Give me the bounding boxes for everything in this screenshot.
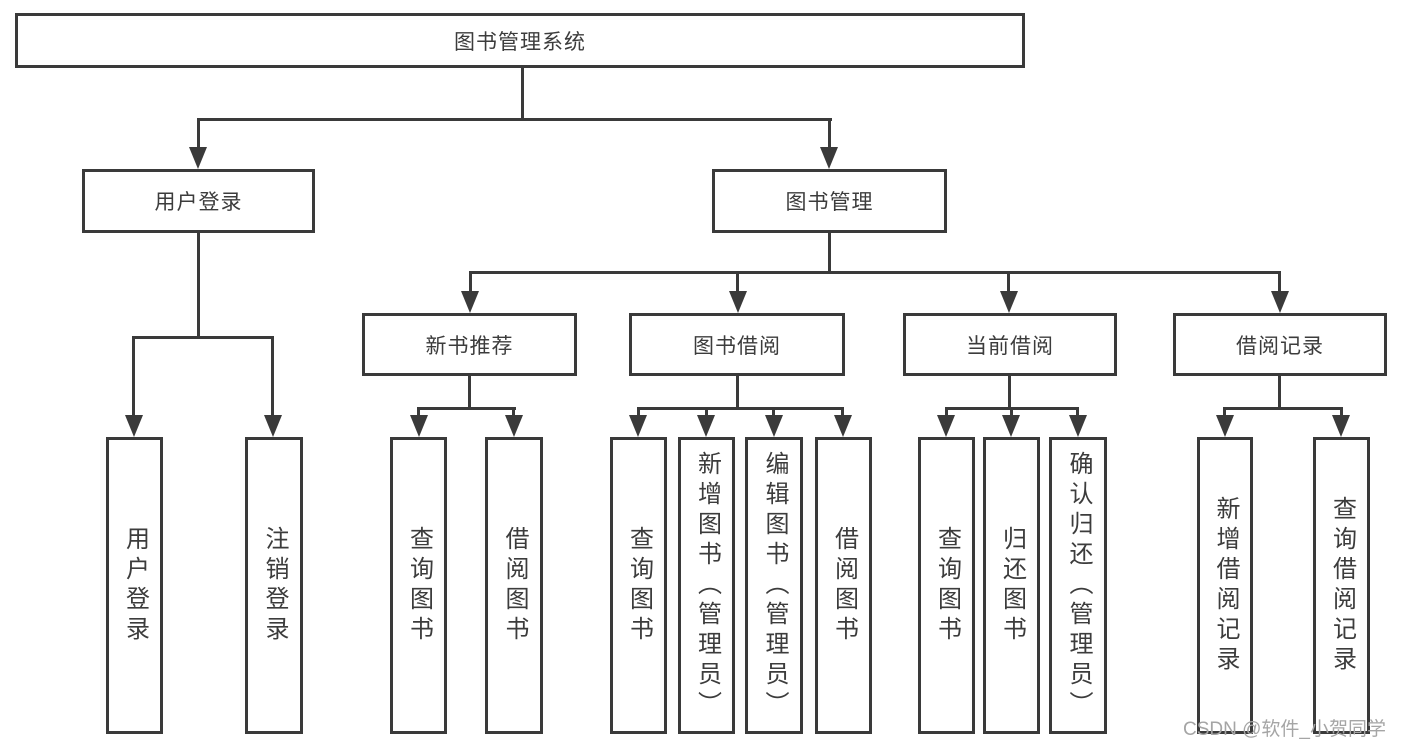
connector-stem	[841, 407, 844, 418]
arrow-down-icon	[834, 415, 852, 437]
leaf-bb-edit-book-admin: 编辑图书（管理员）	[745, 437, 803, 734]
node-new-book-recommend: 新书推荐	[362, 313, 577, 376]
arrow-down-icon	[820, 147, 838, 169]
leaf-bb-add-book-admin: 新增图书（管理员）	[678, 437, 735, 734]
arrow-down-icon	[189, 147, 207, 169]
connector-book-management-down	[828, 233, 831, 271]
node-user-login: 用户登录	[82, 169, 315, 233]
node-current-borrow: 当前借阅	[903, 313, 1117, 376]
watermark-text: CSDN @软件_小贺同学	[1183, 719, 1386, 740]
arrow-down-icon	[1271, 291, 1289, 313]
connector-borrow-records-spread	[1223, 407, 1343, 410]
connector-stem	[1340, 407, 1343, 418]
node-borrow-records: 借阅记录	[1173, 313, 1387, 376]
connector-stem-current-borrow	[1007, 271, 1010, 293]
connector-stem-leaf-logout	[271, 336, 274, 418]
connector-root-spread	[197, 118, 832, 121]
leaf-nbr-borrow-book: 借阅图书	[485, 437, 543, 734]
leaf-br-add-borrow-record: 新增借阅记录	[1197, 437, 1253, 734]
arrow-down-icon	[765, 415, 783, 437]
arrow-down-icon	[410, 415, 428, 437]
node-book-borrow: 图书借阅	[629, 313, 845, 376]
connector-stem	[417, 407, 420, 418]
connector-user-login-down	[197, 233, 200, 336]
connector-stem	[637, 407, 640, 418]
connector-stem	[1076, 407, 1079, 418]
connector-stem	[1010, 407, 1013, 418]
leaf-bb-borrow-book: 借阅图书	[815, 437, 872, 734]
arrow-down-icon	[1216, 415, 1234, 437]
arrow-down-icon	[1000, 291, 1018, 313]
connector-stem	[1223, 407, 1226, 418]
arrow-down-icon	[697, 415, 715, 437]
arrow-down-icon	[505, 415, 523, 437]
connector-stem	[945, 407, 948, 418]
leaf-user-login: 用户登录	[106, 437, 163, 734]
connector-borrow-records-down	[1278, 376, 1281, 407]
connector-book-management-spread	[469, 271, 1281, 274]
arrow-down-icon	[729, 291, 747, 313]
arrow-down-icon	[125, 415, 143, 437]
connector-stem	[512, 407, 515, 418]
leaf-cb-confirm-return-admin: 确认归还（管理员）	[1049, 437, 1107, 734]
connector-new-book-recommend-down	[468, 376, 471, 407]
arrow-down-icon	[1069, 415, 1087, 437]
connector-current-borrow-down	[1008, 376, 1011, 407]
connector-stem-new-book-recommend	[469, 271, 472, 293]
connector-stem-book-management	[828, 118, 831, 150]
leaf-bb-query-book: 查询图书	[610, 437, 667, 734]
arrow-down-icon	[629, 415, 647, 437]
connector-stem-user-login	[197, 118, 200, 150]
node-book-management: 图书管理	[712, 169, 947, 233]
connector-book-borrow-spread	[637, 407, 844, 410]
connector-stem-borrow-records	[1278, 271, 1281, 293]
connector-new-book-recommend-spread	[417, 407, 516, 410]
connector-stem-book-borrow	[736, 271, 739, 293]
leaf-cb-query-book: 查询图书	[918, 437, 975, 734]
connector-stem	[705, 407, 708, 418]
leaf-nbr-query-book: 查询图书	[390, 437, 447, 734]
leaf-logout: 注销登录	[245, 437, 303, 734]
arrow-down-icon	[1002, 415, 1020, 437]
connector-root-down	[521, 68, 524, 118]
arrow-down-icon	[1332, 415, 1350, 437]
node-root: 图书管理系统	[15, 13, 1025, 68]
leaf-cb-return-book: 归还图书	[983, 437, 1040, 734]
leaf-br-query-borrow-record: 查询借阅记录	[1313, 437, 1370, 734]
arrow-down-icon	[264, 415, 282, 437]
connector-book-borrow-down	[736, 376, 739, 407]
connector-stem-leaf-user-login	[132, 336, 135, 418]
arrow-down-icon	[461, 291, 479, 313]
connector-user-login-spread	[132, 336, 274, 339]
arrow-down-icon	[937, 415, 955, 437]
connector-stem	[772, 407, 775, 418]
